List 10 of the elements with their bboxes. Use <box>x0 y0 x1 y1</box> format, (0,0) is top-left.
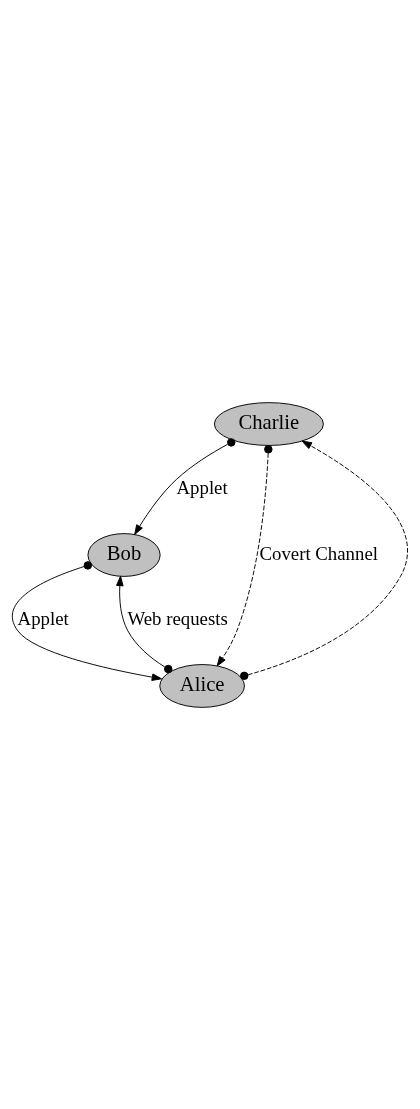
arrow <box>216 444 273 666</box>
arrow <box>11 560 163 681</box>
arrow <box>240 440 409 680</box>
node-ellipse: Bob <box>87 532 161 577</box>
arrow <box>134 437 236 535</box>
edge-label: Web requests <box>127 607 228 629</box>
edge-label: Applet <box>17 607 69 629</box>
edge-label: Applet <box>176 476 228 498</box>
arrow <box>116 575 173 673</box>
edge-label: Covert Channel <box>259 542 378 564</box>
